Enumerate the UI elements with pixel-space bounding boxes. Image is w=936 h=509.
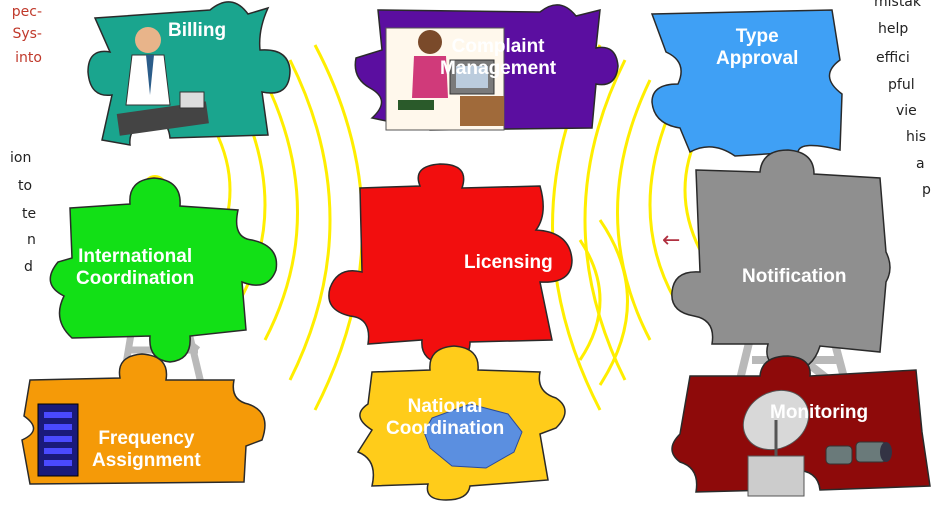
right-text-fragment-8: p bbox=[922, 182, 931, 198]
right-text-fragment-2: help bbox=[878, 21, 909, 37]
label-international-coordination: International Coordination bbox=[76, 246, 195, 289]
left-text-fragment-7: n bbox=[27, 232, 36, 248]
left-text-fragment-1: pec- bbox=[11, 4, 42, 20]
left-text-fragment-2: Sys- bbox=[12, 26, 42, 42]
label-licensing: Licensing bbox=[464, 252, 553, 273]
puzzle-piece-type-approval bbox=[650, 9, 843, 157]
right-text-fragment-6: his bbox=[906, 129, 927, 145]
label-monitoring: Monitoring bbox=[770, 402, 869, 423]
puzzle-piece-licensing bbox=[328, 163, 573, 365]
left-text-fragment-5: to bbox=[18, 178, 33, 194]
label-billing: Billing bbox=[168, 20, 227, 41]
left-text-fragment-8: d bbox=[24, 259, 33, 275]
label-national-coordination: National Coordination bbox=[386, 396, 505, 439]
puzzle-piece-notification bbox=[671, 149, 891, 371]
puzzle-piece-frequency-assignment bbox=[21, 353, 266, 485]
china-map-icon bbox=[423, 403, 523, 469]
satellite-dish-icon bbox=[742, 389, 810, 497]
operator-headset-icon bbox=[385, 27, 505, 131]
right-text-fragment-3: effici bbox=[876, 50, 910, 66]
label-complaint-management: Complaint Management bbox=[440, 36, 557, 79]
server-rack-icon bbox=[37, 403, 79, 477]
arrow-left-icon: ← bbox=[662, 228, 681, 253]
label-type-approval: Type Approval bbox=[716, 26, 799, 69]
right-text-fragment-1: mistak bbox=[874, 0, 921, 10]
binoculars-icon bbox=[825, 441, 892, 465]
right-text-fragment-5: vie bbox=[896, 103, 917, 119]
label-notification: Notification bbox=[742, 266, 847, 287]
right-text-fragment-7: a bbox=[916, 156, 925, 172]
puzzle-piece-international-coordination bbox=[49, 177, 278, 363]
left-text-fragment-3: into bbox=[15, 50, 42, 66]
right-text-fragment-4: pful bbox=[888, 77, 915, 93]
person-billing-icon bbox=[116, 27, 209, 136]
left-text-fragment-4: ion bbox=[10, 150, 32, 166]
label-frequency-assignment: Frequency Assignment bbox=[92, 428, 201, 471]
left-text-fragment-6: te bbox=[22, 206, 37, 222]
